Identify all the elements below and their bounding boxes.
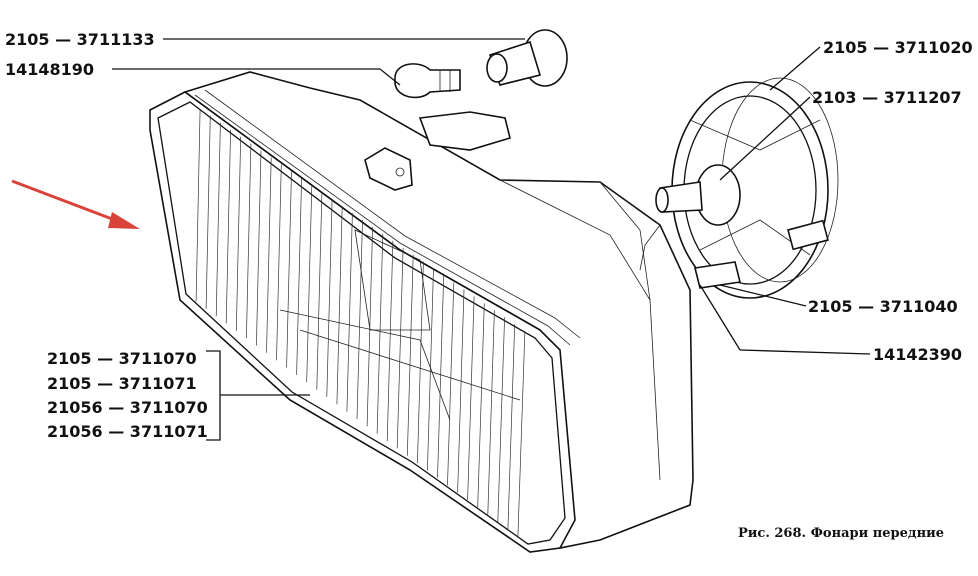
lens-rib (296, 178, 302, 375)
lens-rib (336, 206, 343, 405)
lens-rib (447, 282, 455, 486)
mounting-bracket (364, 111, 511, 191)
lens-rib (316, 192, 323, 390)
lens-rib (195, 108, 201, 302)
headlamp-bulb-icon (655, 164, 741, 289)
lens-rib (215, 122, 221, 317)
lens-rib (306, 185, 313, 383)
headlight-lens (149, 89, 581, 553)
red-arrow (11, 179, 140, 229)
lens-rib (497, 317, 505, 522)
lens-rib (396, 247, 404, 449)
lens-rib (346, 213, 353, 412)
lens-rib (487, 310, 495, 515)
lens-ribs (195, 108, 526, 537)
lens-rib (457, 289, 465, 493)
lens-rib (256, 150, 262, 346)
lens-rib (467, 296, 475, 500)
label-part-2105-3711133: 2105 — 3711133 (5, 30, 155, 49)
lens-rib (266, 157, 272, 353)
lens-rib (246, 143, 252, 339)
label-part-14148190: 14148190 (5, 60, 94, 79)
lens-rib (225, 129, 231, 324)
label-group-line-1: 2105 — 3711070 (47, 349, 197, 368)
label-part-2103-3711207: 2103 — 3711207 (812, 88, 962, 107)
bulb-socket-icon (486, 29, 568, 87)
lens-rib (406, 254, 414, 456)
lens-rib (235, 136, 242, 331)
lens-rib (437, 275, 445, 478)
lens-rib (376, 233, 384, 434)
lens-rib (356, 219, 363, 420)
label-part-14142390: 14142390 (873, 345, 962, 364)
lens-rib (427, 268, 434, 471)
lens-rib (205, 115, 211, 309)
lens-rib (477, 303, 485, 508)
label-group-line-2: 2105 — 3711071 (47, 374, 197, 393)
lens-rib (276, 164, 282, 361)
lens-rib (507, 324, 516, 530)
parking-bulb-icon (394, 63, 461, 99)
label-group-line-3: 21056 — 3711070 (47, 398, 208, 417)
lens-rib (517, 331, 526, 537)
lens-rib (326, 199, 333, 397)
lens-rib (286, 171, 292, 368)
label-part-2105-3711040: 2105 — 3711040 (808, 297, 958, 316)
lens-rib (417, 261, 424, 464)
label-group-line-4: 21056 — 3711071 (47, 422, 208, 441)
leader-lines (112, 38, 871, 441)
label-part-2105-3711020: 2105 — 3711020 (823, 38, 973, 57)
figure-caption: Рис. 268. Фонари передние (738, 526, 944, 541)
lens-rib (386, 240, 394, 442)
